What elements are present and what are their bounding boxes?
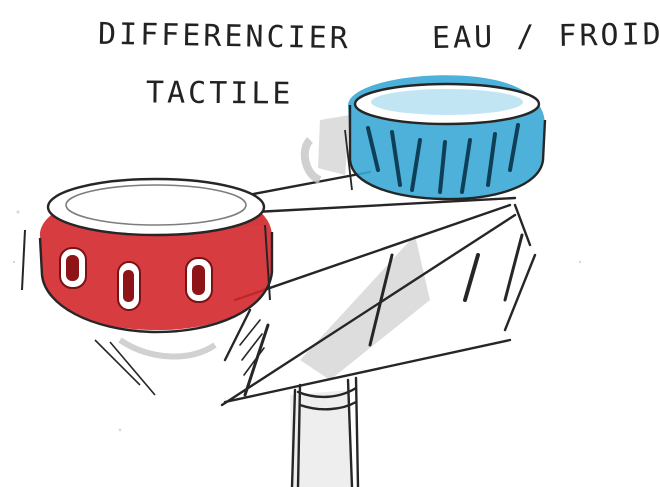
red-hot-knob [22,179,272,395]
